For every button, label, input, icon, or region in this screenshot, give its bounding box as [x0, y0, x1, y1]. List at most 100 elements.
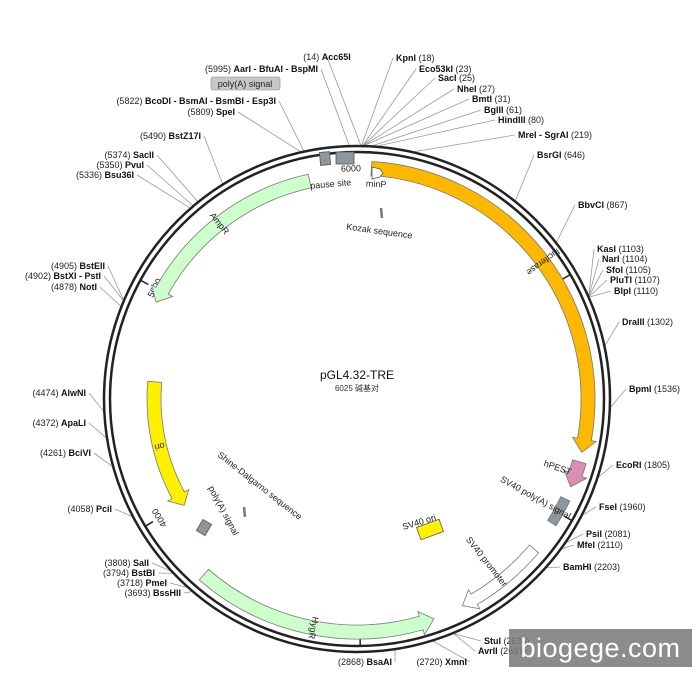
polya-callout-box	[210, 76, 281, 91]
backbone-inner	[108, 150, 606, 648]
leader-HindIII	[378, 119, 496, 147]
feature-AmpR	[150, 173, 312, 303]
leader-SacII	[156, 154, 198, 202]
site-label: SacI (25)	[438, 73, 475, 83]
site-label: KasI (1103)	[597, 244, 644, 254]
site-label: PsiI (2081)	[586, 529, 631, 539]
feature-sv40polyA	[547, 496, 571, 527]
inner-pausesite	[319, 151, 331, 166]
inner-sv40ori	[415, 518, 445, 541]
feature-ori	[146, 380, 190, 506]
leader-PluTI	[589, 279, 608, 297]
leader-Bsu36I	[136, 174, 191, 209]
leader-BglII	[373, 109, 482, 146]
site-label: BbvCI (867)	[578, 200, 628, 210]
leader-XmnI	[433, 640, 471, 663]
inner-label-polyA2: poly(A) signal	[206, 484, 240, 537]
site-label: (4905) BstEII	[51, 261, 105, 271]
site-label: (4902) BstXI - PstI	[25, 271, 101, 281]
leader-BciVI	[93, 452, 113, 467]
site-label: (4261) BciVI	[40, 448, 91, 458]
feature-luciferase	[370, 161, 598, 453]
site-label: (4058) PciI	[67, 504, 112, 514]
site-label: BglII (61)	[484, 105, 522, 115]
tick-label-6000: 6000	[341, 163, 361, 174]
inner-shine	[242, 506, 247, 518]
leader-MreI - SgrAI	[414, 134, 516, 152]
site-label: (2720) XmnI	[416, 657, 467, 667]
site-label: (14) Acc65I	[303, 52, 351, 62]
site-label: (3718) PmeI	[117, 578, 167, 588]
leader-SalI	[151, 562, 170, 571]
leader-SpeI	[237, 111, 301, 152]
leader-FseI	[582, 506, 597, 516]
leader-SacI	[363, 77, 436, 146]
inner-label-minP: minP	[366, 178, 387, 189]
leader-DraIII	[604, 321, 620, 346]
tick-5000	[140, 279, 149, 286]
inner-minP	[371, 166, 384, 180]
site-label: (4372) ApaLI	[32, 418, 86, 428]
site-label: BsrGI (646)	[537, 150, 585, 160]
leader-KpnI	[361, 57, 394, 146]
site-label: (3808) SalI	[104, 558, 149, 568]
plasmid-name: pGL4.32-TRE	[320, 368, 394, 382]
site-label: (4474) AlwNI	[32, 388, 86, 398]
feature-label-hPEST: hPEST	[542, 458, 573, 477]
site-label: EcoRI (1805)	[616, 460, 670, 470]
inner-label-pausesite: pause site	[310, 177, 352, 191]
leader-BbvCI	[556, 204, 576, 243]
site-label: FseI (1960)	[599, 502, 646, 512]
leader-PciI	[114, 508, 132, 517]
tick-2000	[563, 515, 572, 521]
feature-sv40promoter	[461, 544, 540, 610]
leader-AvrII	[453, 633, 476, 652]
site-label: DraIII (1302)	[622, 317, 673, 327]
leader-NheI	[363, 88, 455, 146]
site-label: (5822) BcoDI - BsmAI - BsmBI - Esp3I	[116, 96, 276, 106]
site-label: (2868) BsaAI	[338, 657, 392, 667]
leader-PsiI	[566, 533, 584, 543]
inner-pausesite-2	[335, 151, 355, 165]
leader-EcoRI	[598, 464, 614, 478]
leader-Eco53kI	[362, 68, 417, 146]
site-label: BamHI (2203)	[563, 562, 620, 572]
leader-BpmI	[610, 388, 627, 408]
leader-BssHII	[183, 591, 192, 594]
polya-callout-label: poly(A) signal	[218, 79, 273, 89]
feature-HygR	[198, 568, 435, 640]
site-label: NheI (27)	[457, 84, 495, 94]
leader-BlpI	[589, 290, 612, 298]
inner-kozak	[379, 207, 384, 219]
leader-NotI	[99, 286, 121, 307]
site-label: MreI - SgrAI (219)	[518, 130, 592, 140]
tick-label-4000: 4000	[150, 507, 169, 529]
leader-BcoDI - BsmAI - BsmBI - Esp3I	[278, 100, 304, 151]
feature-hPEST	[563, 459, 588, 488]
inner-polyA2	[195, 518, 213, 537]
site-label: NarI (1104)	[602, 254, 647, 264]
leader-AarI - BfuAI - BspMI	[320, 68, 350, 146]
site-label: HindIII (80)	[498, 115, 544, 125]
feature-label-HygR: HygR	[306, 616, 320, 640]
site-label: (5809) SpeI	[187, 107, 235, 117]
leader-BstXI - PstI	[103, 275, 124, 301]
tick-1000	[562, 274, 570, 280]
site-label: SfoI (1105)	[606, 265, 651, 275]
leader-MfeI	[562, 544, 575, 549]
leader-BsrGI	[515, 154, 535, 201]
leader-ApaLI	[88, 422, 107, 439]
site-label: (4878) NotI	[51, 282, 97, 292]
leader-BstZ17I	[203, 135, 223, 184]
leader-NarI	[588, 258, 600, 296]
leader-PmeI	[169, 582, 187, 588]
site-label: MfeI (2110)	[577, 540, 623, 550]
site-label: KpnI (18)	[396, 53, 435, 63]
site-label: (3794) BstBI	[103, 568, 155, 578]
leader-AlwNI	[88, 392, 104, 412]
plasmid-size: 6025 碱基对	[335, 383, 379, 393]
site-label: Eco53kI (23)	[419, 64, 472, 74]
site-label: BlpI (1110)	[614, 286, 658, 296]
